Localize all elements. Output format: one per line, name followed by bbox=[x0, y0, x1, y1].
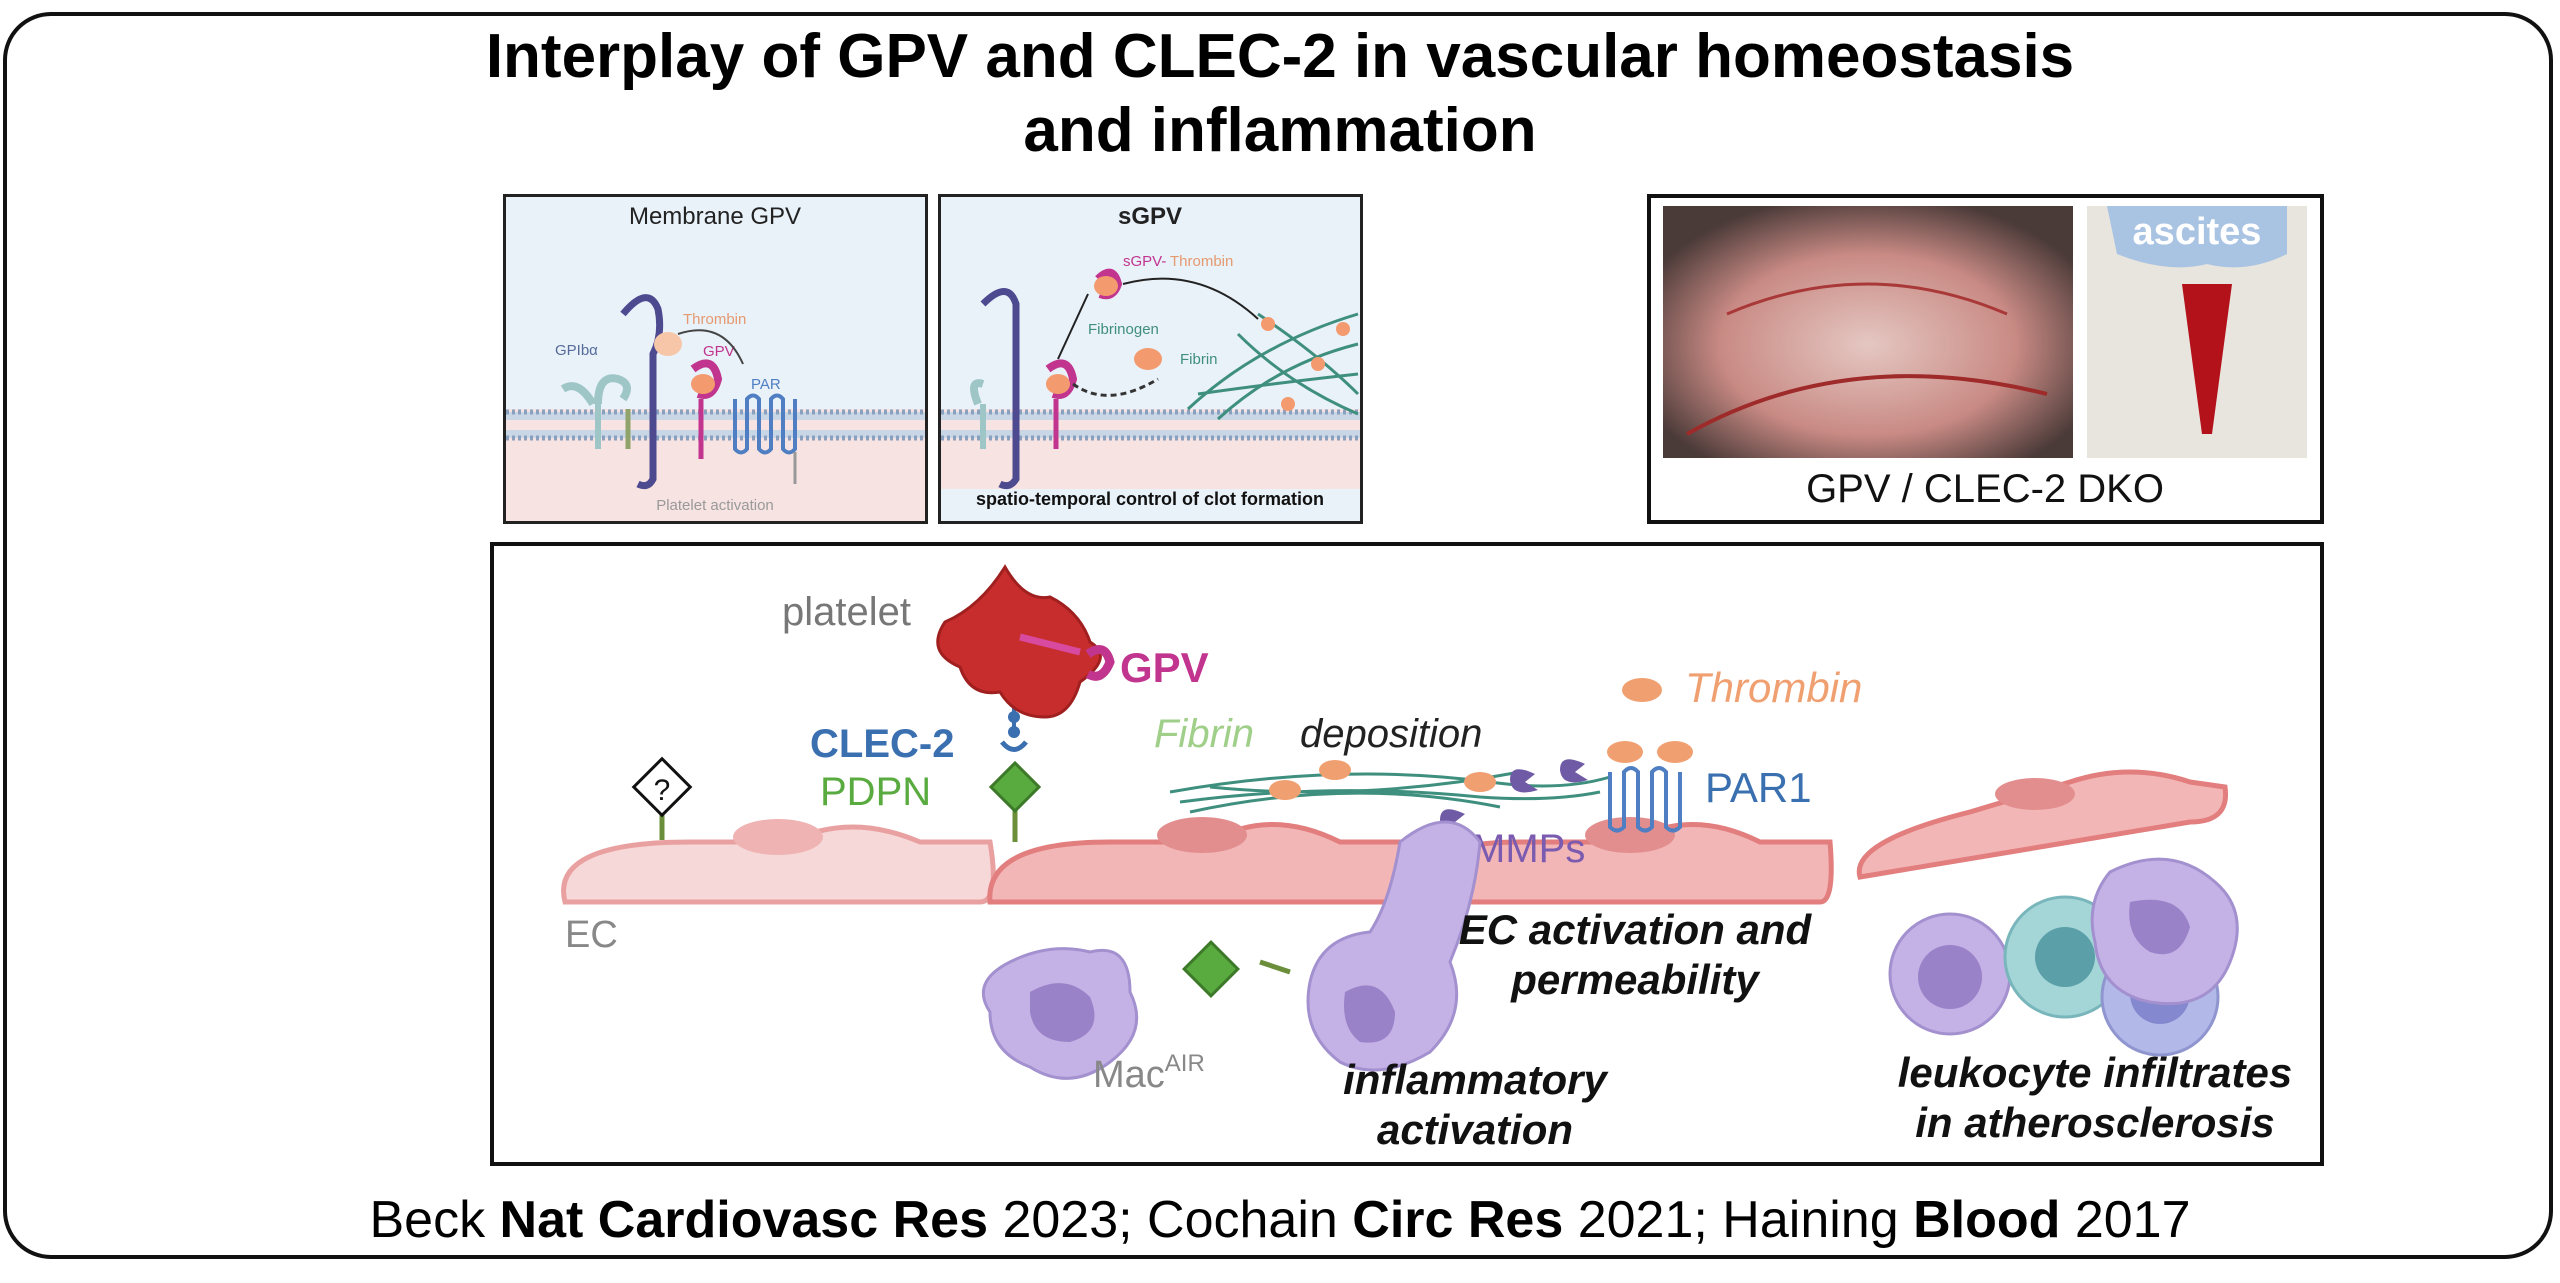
lipid-bilayer bbox=[506, 409, 925, 441]
ec-label: EC bbox=[565, 914, 618, 956]
dko-caption: GPV / CLEC-2 DKO bbox=[1806, 467, 2164, 511]
page-title: Interplay of GPV and CLEC-2 in vascular … bbox=[0, 20, 2560, 168]
ec-activation-line1: EC activation and bbox=[1459, 906, 1813, 953]
mac-label: MacAIR bbox=[1093, 1050, 1205, 1096]
dko-photo-panel: ascites GPV / CLEC-2 DKO bbox=[1647, 194, 2324, 524]
citation: Beck Nat Cardiovasc Res 2023; Cochain Ci… bbox=[369, 1191, 2191, 1249]
fibrin-mesh bbox=[1186, 312, 1360, 421]
fibrin-label: Fibrin bbox=[1180, 351, 1218, 368]
ascites-tube bbox=[2182, 284, 2232, 434]
fibrin-main-label: Fibrin bbox=[1154, 712, 1254, 756]
mmps-label: MMPs bbox=[1472, 827, 1585, 871]
unknown-receptor-label: ? bbox=[654, 774, 671, 807]
clec2-label: CLEC-2 bbox=[810, 722, 954, 766]
gpv-label: GPV bbox=[703, 343, 735, 360]
gpv-main-label: GPV bbox=[1120, 644, 1209, 691]
membrane-gpv-heading: Membrane GPV bbox=[629, 203, 801, 230]
membrane-gpv-panel: Membrane GPV GPIbα Thrombin GPV PAR Plat… bbox=[503, 194, 928, 524]
fibrinogen-label: Fibrinogen bbox=[1088, 321, 1159, 338]
thrombin-blob bbox=[654, 332, 682, 356]
thrombin-main-label: Thrombin bbox=[1685, 664, 1862, 711]
vascular-diagram: EC ? PDPN CLEC-2 platelet GPV Fibrin de bbox=[490, 542, 2324, 1166]
platelet-activation-label: Platelet activation bbox=[656, 497, 774, 514]
deposition-label: deposition bbox=[1300, 712, 1482, 756]
dko-photo-illustration: ascites GPV / CLEC-2 DKO bbox=[1647, 194, 2324, 524]
pdpn-label: PDPN bbox=[820, 770, 931, 814]
gpib-label: GPIbα bbox=[555, 342, 598, 359]
abdomen-photo bbox=[1663, 206, 2073, 458]
leukocyte-line1: leukocyte infiltrates bbox=[1898, 1049, 2292, 1096]
gpv-receptor bbox=[690, 359, 723, 399]
title-line-1: Interplay of GPV and CLEC-2 in vascular … bbox=[485, 22, 2075, 91]
gpib-receptor bbox=[594, 374, 631, 405]
platelet-label: platelet bbox=[782, 590, 911, 634]
thrombin-label: Thrombin bbox=[683, 311, 746, 328]
mmp-2 bbox=[1560, 759, 1588, 783]
inflammatory-line2: activation bbox=[1377, 1106, 1573, 1153]
sgpv-heading: sGPV bbox=[1118, 203, 1182, 230]
unknown-receptor bbox=[631, 756, 693, 818]
sgpv-panel: sGPV sGPV- Thrombin Fibrinogen Fibrin sp… bbox=[938, 194, 1363, 524]
ascites-label: ascites bbox=[2133, 211, 2262, 253]
sgpv-thrombin-label: Thrombin bbox=[1170, 253, 1233, 270]
par1-label: PAR1 bbox=[1705, 764, 1812, 811]
sgpv-illustration: sGPV sGPV- Thrombin Fibrinogen Fibrin sp… bbox=[938, 194, 1363, 524]
par-label: PAR bbox=[751, 376, 781, 393]
platelet bbox=[936, 564, 1102, 719]
par-receptor bbox=[733, 393, 797, 455]
inflammatory-line1: inflammatory bbox=[1343, 1056, 1609, 1103]
membrane-gpv-illustration: Membrane GPV GPIbα Thrombin GPV PAR Plat… bbox=[503, 194, 928, 524]
thrombin-main-blob bbox=[1622, 678, 1662, 702]
clot-formation-caption: spatio-temporal control of clot formatio… bbox=[976, 489, 1324, 509]
mmp-1 bbox=[1510, 769, 1538, 793]
leukocyte-line2: in atherosclerosis bbox=[1915, 1099, 2274, 1146]
pdpn-receptor bbox=[988, 760, 1042, 814]
sgpv-label: sGPV- bbox=[1123, 253, 1166, 270]
ec-activation-line2: permeability bbox=[1510, 956, 1761, 1003]
par1-receptor bbox=[1608, 766, 1682, 833]
ec-cell-4 bbox=[1856, 769, 2229, 880]
main-diagram-panel: EC ? PDPN CLEC-2 platelet GPV Fibrin de bbox=[490, 542, 2324, 1166]
title-line-2: and inflammation bbox=[1023, 96, 1537, 165]
pdpn-macrophage bbox=[1182, 940, 1240, 998]
